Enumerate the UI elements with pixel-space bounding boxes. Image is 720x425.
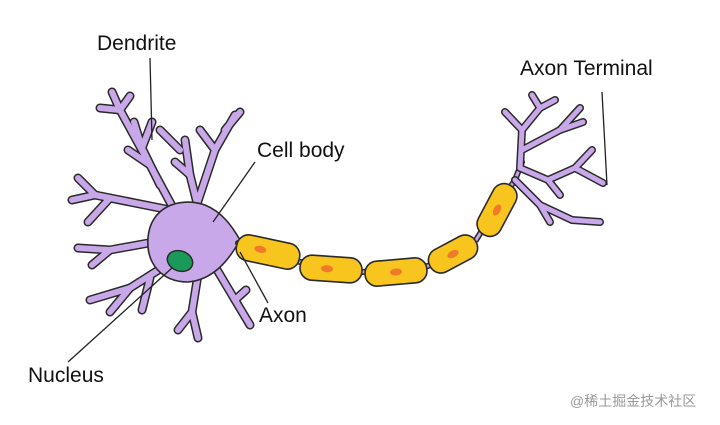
myelin-segment [476, 182, 518, 238]
cell-body-label: Cell body [257, 139, 345, 162]
axon-terminal-label: Axon Terminal [520, 57, 653, 80]
dendrite-label: Dendrite [97, 32, 177, 55]
cell-body-leader [212, 161, 256, 223]
axon-terminal-fill [502, 92, 606, 225]
axon-terminal-leader [601, 91, 608, 186]
myelin-segment [235, 234, 301, 270]
watermark: @稀土掘金技术社区 [570, 393, 697, 409]
axon-label: Axon [259, 304, 307, 327]
nucleus-leader [67, 267, 173, 363]
cell-body [147, 201, 241, 283]
axon-leader [239, 251, 269, 304]
myelin-sheath [235, 182, 518, 287]
myelin-segment [427, 234, 479, 274]
myelin-segment [299, 254, 363, 284]
leader-lines [67, 57, 608, 363]
dendrite-leader [149, 57, 153, 141]
dendrites-fill [69, 89, 253, 341]
nucleus-label: Nucleus [28, 364, 104, 387]
myelin-segment [364, 257, 428, 287]
nucleus [166, 249, 194, 273]
neuron-shape [67, 87, 607, 343]
